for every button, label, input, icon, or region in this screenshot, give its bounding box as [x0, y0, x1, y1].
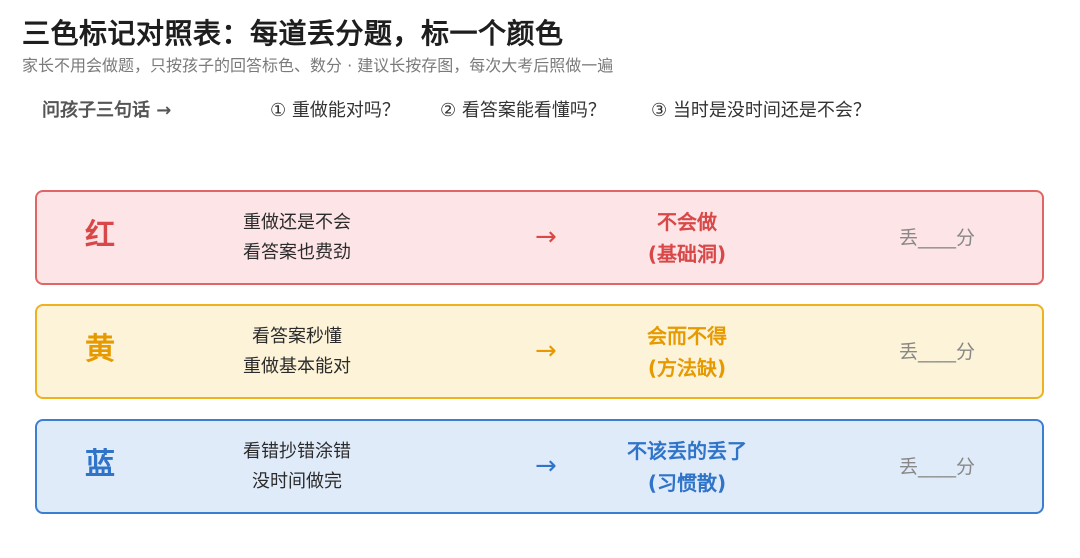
card-result-category: (习惯散) [647, 471, 727, 495]
card-score-blank: 丢____分 [899, 456, 976, 478]
card-result-category: (方法缺) [647, 356, 727, 380]
card-description-line: 重做基本能对 [243, 356, 351, 377]
card-score-blank: 丢____分 [899, 227, 976, 249]
yellow-card: 黄 看答案秒懂 重做基本能对 → 会而不得 (方法缺) 丢____分 [35, 304, 1044, 399]
card-result: 不会做 (基础洞) [577, 206, 797, 270]
card-result-title: 会而不得 [647, 324, 727, 348]
ask-question-2: ② 看答案能看懂吗？ [440, 100, 606, 121]
arrow-right-icon: → [535, 451, 557, 481]
card-description-line: 看答案也费劲 [243, 242, 351, 263]
card-score-blank: 丢____分 [899, 341, 976, 363]
card-description: 看错抄错涂错 没时间做完 [187, 437, 407, 497]
card-description-line: 看答案秒懂 [252, 326, 342, 347]
arrow-right-icon: → [535, 222, 557, 252]
card-color-letter: 红 [85, 218, 115, 253]
page-title: 三色标记对照表：每道丢分题，标一个颜色 [22, 17, 564, 50]
ask-questions-row: 问孩子三句话 → ① 重做能对吗？ ② 看答案能看懂吗？ ③ 当时是没时间还是不… [42, 96, 1042, 122]
card-color-letter: 蓝 [85, 447, 115, 482]
card-description: 重做还是不会 看答案也费劲 [187, 208, 407, 268]
card-color-letter: 黄 [85, 332, 115, 367]
arrow-right-icon: → [535, 336, 557, 366]
ask-question-1: ① 重做能对吗？ [270, 100, 400, 121]
page-subtitle: 家长不用会做题，只按孩子的回答标色、数分 · 建议长按存图，每次大考后照做一遍 [22, 56, 614, 75]
blue-card: 蓝 看错抄错涂错 没时间做完 → 不该丢的丢了 (习惯散) 丢____分 [35, 419, 1044, 514]
card-description: 看答案秒懂 重做基本能对 [187, 322, 407, 382]
red-card: 红 重做还是不会 看答案也费劲 → 不会做 (基础洞) 丢____分 [35, 190, 1044, 285]
card-description-line: 看错抄错涂错 [243, 441, 351, 462]
card-result-title: 不会做 [657, 210, 717, 234]
card-result-title: 不该丢的丢了 [627, 439, 747, 463]
card-result: 不该丢的丢了 (习惯散) [577, 435, 797, 499]
card-description-line: 没时间做完 [252, 471, 342, 492]
card-result: 会而不得 (方法缺) [577, 320, 797, 384]
card-description-line: 重做还是不会 [243, 212, 351, 233]
card-result-category: (基础洞) [647, 242, 727, 266]
ask-label: 问孩子三句话 → [42, 100, 172, 121]
ask-question-3: ③ 当时是没时间还是不会？ [651, 100, 871, 121]
